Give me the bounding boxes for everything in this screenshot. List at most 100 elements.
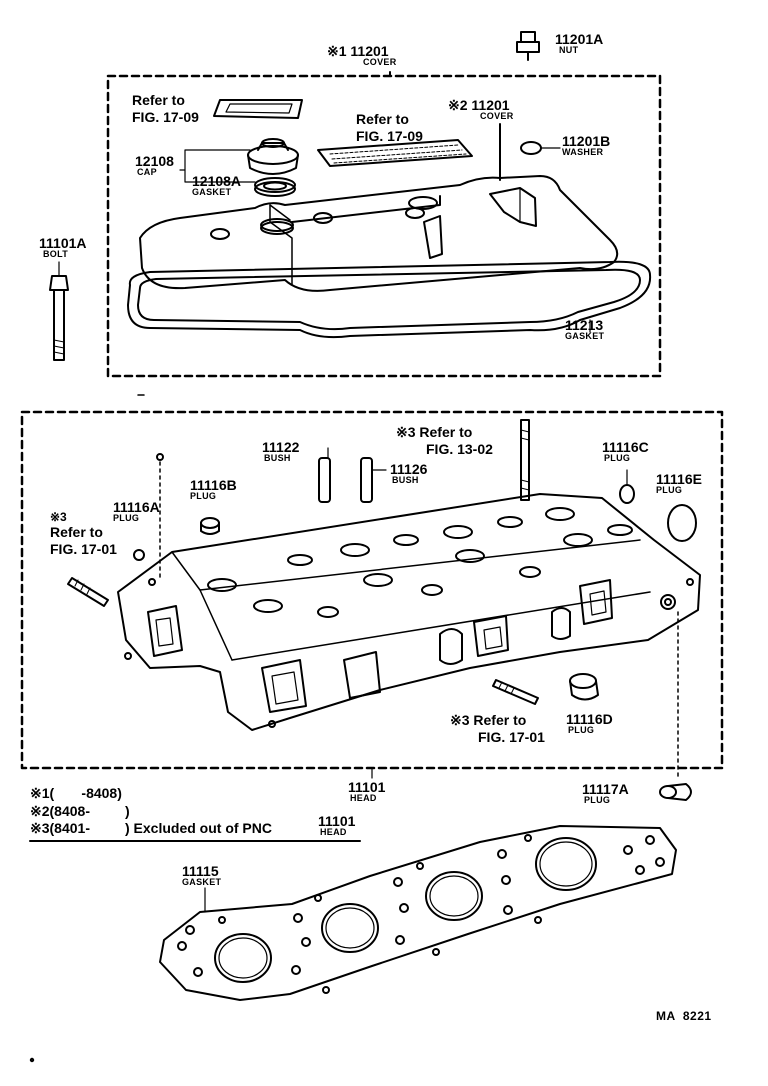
callout-refer-fig-17-01-left: ※3 Refer to FIG. 17-01 xyxy=(50,510,117,557)
callout-cover-gasket-name: GASKET xyxy=(565,331,605,341)
cylinder-head-drawing xyxy=(117,493,701,731)
stud-left-drawing xyxy=(67,577,109,607)
washer-drawing xyxy=(520,141,542,155)
callout-plug-e-name: PLUG xyxy=(656,485,683,495)
callout-cap: 12108 CAP xyxy=(135,154,174,177)
callout-bush-11126: 11126 BUSH xyxy=(390,462,427,485)
callout-refer-fig-17-01-bottom: ※3 Refer to FIG. 17-01 xyxy=(450,712,545,745)
refer-line-1: ※3 xyxy=(50,510,67,524)
head-group-box xyxy=(20,410,724,770)
callout-plug-a-name: PLUG xyxy=(113,513,140,523)
refer-line-2: Refer to xyxy=(50,524,103,541)
callout-cover-gasket-number: 11213 xyxy=(565,317,604,333)
figure-code: MA 8221 xyxy=(656,1009,712,1023)
callout-bush-11122-name: BUSH xyxy=(264,453,291,463)
cover-group-box xyxy=(106,74,662,378)
bush-11122-drawing xyxy=(318,457,331,503)
callout-head: 11101 HEAD xyxy=(348,780,385,803)
note-3-pnc: 11101 HEAD xyxy=(318,814,355,837)
callout-cap-gasket-number: 12108A xyxy=(192,173,242,189)
callout-cap-gasket: 12108A GASKET xyxy=(192,174,241,197)
plug-a-drawing xyxy=(133,549,145,561)
refer-line-1: ※3 Refer to xyxy=(450,712,527,728)
note-2: ※2(8408- ) xyxy=(30,803,130,819)
callout-plug-d-number: 11116D xyxy=(566,711,613,727)
callout-plug-c: 11116C PLUG xyxy=(602,440,649,463)
callout-nut: 11201A NUT xyxy=(555,32,603,55)
callout-bolt: 11101A BOLT xyxy=(39,236,87,259)
callout-cover-2-name: COVER xyxy=(480,111,514,121)
callout-plug-b-number: 11116B xyxy=(190,477,237,493)
note-3-pnc-number: 11101 xyxy=(318,813,356,829)
refer-line-3: FIG. 17-01 xyxy=(50,540,117,557)
callout-plug-b-name: PLUG xyxy=(190,491,217,501)
refer-line-2: FIG. 17-01 xyxy=(478,728,545,745)
baffle-plate-drawing xyxy=(317,139,473,167)
callout-plug-a: 11116A PLUG xyxy=(113,500,160,523)
callout-plug-c-name: PLUG xyxy=(604,453,631,463)
callout-cover-1-name: COVER xyxy=(363,57,397,67)
callout-washer: 11201B WASHER xyxy=(562,134,610,157)
callout-cover-1-number: ※1 11201 xyxy=(327,43,389,59)
callout-plug-d-name: PLUG xyxy=(568,725,595,735)
callout-plug-c-number: 11116C xyxy=(602,439,649,455)
refer-line-1: ※3 Refer to xyxy=(396,424,473,440)
plug-17a-drawing xyxy=(659,783,692,801)
plug-d-drawing xyxy=(569,673,599,701)
callout-bolt-number: 11101A xyxy=(39,235,87,251)
small-gasket-drawing xyxy=(213,99,303,119)
callout-washer-number: 11201B xyxy=(562,133,611,149)
callout-plug-b: 11116B PLUG xyxy=(190,478,237,501)
plug-c-drawing xyxy=(619,484,635,504)
callout-cap-gasket-name: GASKET xyxy=(192,187,232,197)
refer-line-2: FIG. 17-09 xyxy=(356,127,423,144)
callout-bush-11122: 11122 BUSH xyxy=(262,440,299,463)
oil-cap-drawing xyxy=(247,138,299,175)
callout-cover-2-number: ※2 11201 xyxy=(448,97,510,113)
callout-cap-number: 12108 xyxy=(135,153,174,169)
callout-nut-name: NUT xyxy=(559,45,579,55)
callout-cap-name: CAP xyxy=(137,167,157,177)
callout-nut-number: 11201A xyxy=(555,31,604,47)
note-3: ※3(8401- ) Excluded out of PNC xyxy=(30,820,272,836)
refer-line-2: FIG. 13-02 xyxy=(426,440,493,457)
callout-head-gasket-name: GASKET xyxy=(182,877,222,887)
callout-plug-17a-number: 11117A xyxy=(582,781,629,797)
plug-b-drawing xyxy=(200,517,220,535)
callout-bush-11126-number: 11126 xyxy=(390,461,428,477)
callout-refer-fig-17-09-mid: Refer to FIG. 17-09 xyxy=(356,111,423,144)
head-gasket-drawing xyxy=(159,825,677,1001)
callout-bolt-name: BOLT xyxy=(43,249,69,259)
refer-line-1: Refer to xyxy=(132,92,185,108)
plug-e-drawing xyxy=(667,504,697,542)
callout-washer-name: WASHER xyxy=(562,147,604,157)
refer-line-1: Refer to xyxy=(356,111,409,127)
callout-plug-e: 11116E PLUG xyxy=(656,472,702,495)
callout-head-name: HEAD xyxy=(350,793,377,803)
stud-top-drawing xyxy=(520,419,530,501)
callout-plug-d: 11116D PLUG xyxy=(566,712,613,735)
nut-11201a-drawing xyxy=(516,31,540,61)
callout-cover-1: ※1 11201 COVER xyxy=(327,44,397,67)
callout-plug-e-number: 11116E xyxy=(656,471,702,487)
callout-plug-17a: 11117A PLUG xyxy=(582,782,629,805)
callout-head-gasket: 11115 GASKET xyxy=(182,864,221,887)
callout-bush-11126-name: BUSH xyxy=(392,475,419,485)
callout-refer-fig-13-02: ※3 Refer to FIG. 13-02 xyxy=(396,424,493,457)
note-3-pnc-name: HEAD xyxy=(320,827,347,837)
callout-cover-gasket: 11213 GASKET xyxy=(565,318,604,341)
callout-bush-11122-number: 11122 xyxy=(262,439,300,455)
stud-bottom-drawing xyxy=(492,679,539,705)
bolt-drawing xyxy=(49,261,69,361)
note-1: ※1( -8408) xyxy=(30,785,122,801)
callout-plug-a-number: 11116A xyxy=(113,499,160,515)
callout-cover-2: ※2 11201 COVER xyxy=(448,98,514,121)
callout-plug-17a-name: PLUG xyxy=(584,795,611,805)
bush-11126-drawing xyxy=(360,457,373,503)
valve-cover-drawing xyxy=(139,175,619,292)
valve-cover-gasket-drawing xyxy=(127,260,652,339)
callout-head-number: 11101 xyxy=(348,779,386,795)
refer-line-2: FIG. 17-09 xyxy=(132,108,199,125)
callout-refer-fig-17-09-left: Refer to FIG. 17-09 xyxy=(132,92,199,125)
